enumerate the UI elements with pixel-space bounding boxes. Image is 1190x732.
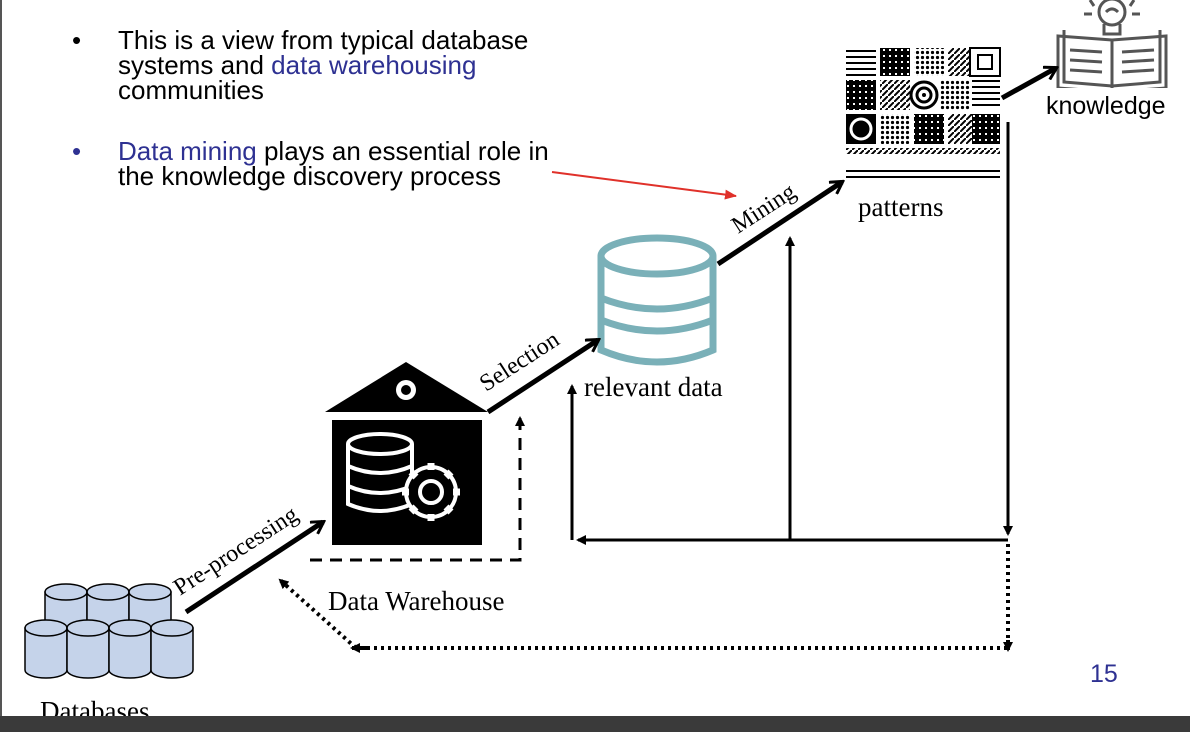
slide: • This is a view from typical database s… [0, 0, 1182, 716]
mining-arrow [716, 182, 842, 267]
patterns-label: patterns [858, 192, 943, 222]
knowledge-arrow [1000, 68, 1056, 101]
bullet-1-highlight: data warehousing [271, 50, 477, 80]
bullet-1-text-b: communities [118, 75, 264, 105]
dotted-feedback-arrow [278, 544, 1010, 650]
slide-left-border [0, 0, 2, 716]
data-warehouse-label: Data Warehouse [328, 586, 505, 616]
mining-label: Mining [727, 179, 800, 239]
selection-arrow [486, 340, 598, 415]
bullet-2-highlight: Data mining [118, 136, 257, 166]
callout-arrow [551, 171, 737, 200]
data-warehouse-icon [325, 362, 488, 545]
database-cylinder-top [86, 583, 130, 601]
bullet-dot: • [72, 25, 82, 55]
database-cylinder-top [44, 583, 88, 601]
bullet-dot: • [72, 136, 82, 166]
database-cylinder-top [24, 619, 68, 637]
patterns-grid-icon [846, 47, 1001, 182]
databases-stack-icon [24, 583, 194, 679]
databases-label: Databases [40, 696, 149, 716]
database-cylinder-top [108, 619, 152, 637]
knowledge-label: knowledge [1046, 92, 1166, 120]
bullet-2-text: plays an essential role in the knowledge… [118, 136, 549, 191]
bullet-1-text-a: This is a view from typical database sys… [118, 25, 529, 80]
knowledge-label-bg [1040, 88, 1182, 122]
database-cylinder-top [66, 619, 110, 637]
relevant-data-label: relevant data [584, 372, 723, 402]
bottom-bar [0, 716, 1190, 732]
relevant-data-db-icon [597, 234, 717, 366]
pre-processing-arrow [184, 522, 323, 615]
dashed-feedback-arrow [310, 416, 525, 562]
bullet-item-2: • Data mining plays an essential role in… [72, 136, 572, 191]
page-number: 15 [1090, 660, 1118, 688]
bullet-item-1: • This is a view from typical database s… [72, 25, 572, 105]
bullet-list: • This is a view from typical database s… [72, 25, 572, 191]
knowledge-book-bulb-icon [1056, 0, 1168, 94]
database-cylinder-top [128, 583, 172, 601]
selection-label: Selection [475, 327, 564, 397]
database-cylinder-top [150, 619, 194, 637]
database-cylinder [150, 627, 194, 679]
kdd-process-diagram: knowledge patterns [24, 0, 1182, 716]
